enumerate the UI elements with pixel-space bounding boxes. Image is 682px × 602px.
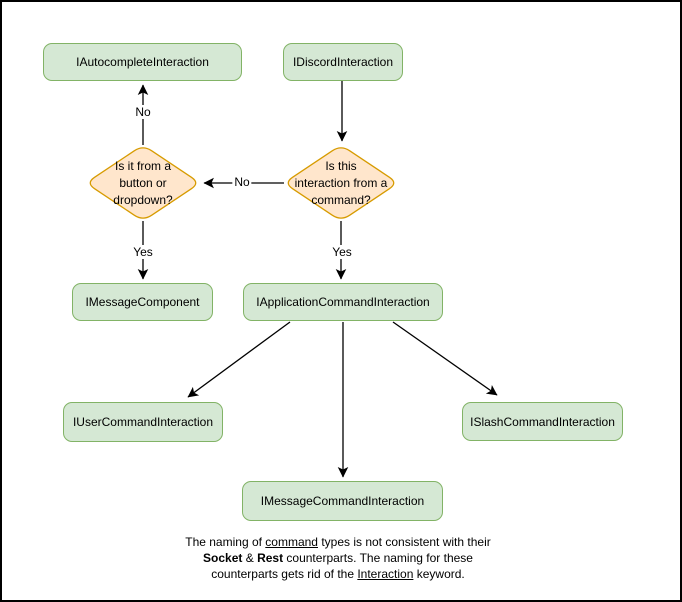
decision-line: Is it from a	[114, 159, 171, 173]
decision-line: command?	[311, 193, 371, 207]
node-message-command-interaction: IMessageCommandInteraction	[242, 481, 443, 521]
underlined-command: command	[265, 535, 318, 549]
node-discord-interaction: IDiscordInteraction	[283, 43, 403, 81]
decision-line: dropdown?	[113, 193, 173, 207]
bold-rest: Rest	[257, 551, 284, 565]
naming-note-line3: counterparts gets rid of the Interaction…	[211, 567, 465, 581]
naming-note-line2: Socket & Rest counterparts. The naming f…	[203, 551, 473, 565]
edge-label-no-left: No	[232, 175, 252, 189]
node-application-command-interaction: IApplicationCommandInteraction	[243, 283, 443, 321]
arrow-application-to-user-command	[187, 321, 291, 398]
decision-from-command-shape	[287, 147, 395, 219]
node-autocomplete-interaction: IAutocompleteInteraction	[43, 43, 242, 81]
naming-note: The naming of command types is not consi…	[168, 534, 508, 582]
node-slash-command-interaction: ISlashCommandInteraction	[462, 402, 623, 441]
arrow-application-to-slash-command	[392, 321, 498, 396]
underlined-interaction: Interaction	[357, 567, 414, 581]
decision-line: Is this	[325, 159, 357, 173]
decision-line: interaction from a	[294, 176, 388, 190]
decision-button-dropdown-label: Is it from a button or dropdown?	[85, 158, 201, 209]
decision-button-dropdown-shape	[89, 147, 197, 219]
node-message-component: IMessageComponent	[72, 283, 213, 321]
edge-label-yes-left: Yes	[131, 245, 155, 259]
decision-from-command-label: Is this interaction from a command?	[283, 158, 399, 209]
naming-note-line1: The naming of command types is not consi…	[185, 535, 491, 549]
edge-label-yes-right: Yes	[330, 245, 354, 259]
decision-line: button or	[119, 176, 167, 190]
bold-socket: Socket	[203, 551, 243, 565]
edge-label-no-up: No	[133, 105, 153, 119]
node-user-command-interaction: IUserCommandInteraction	[63, 402, 223, 442]
